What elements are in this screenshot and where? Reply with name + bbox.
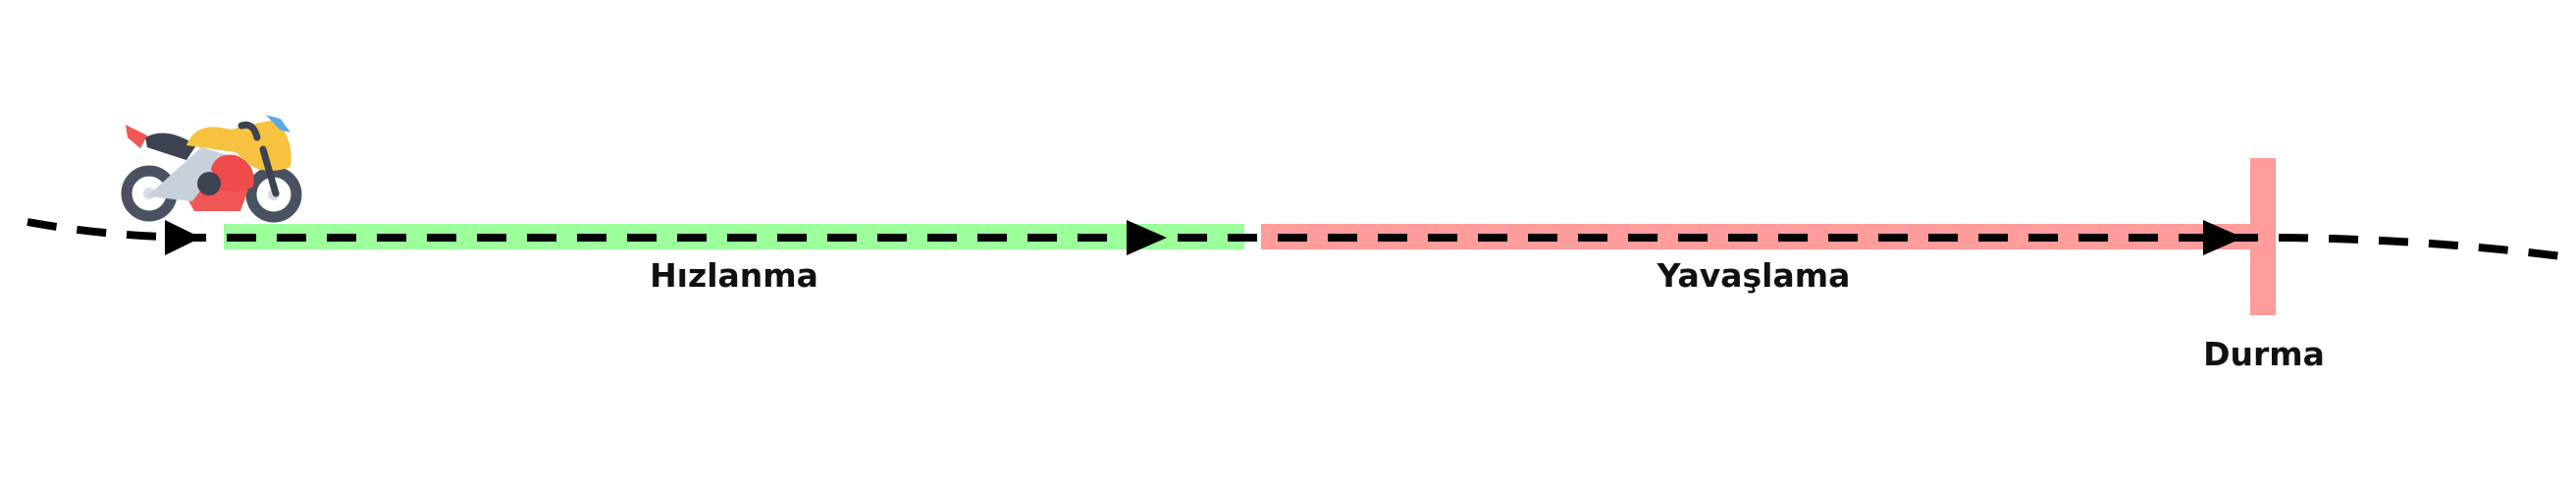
motion-path-dashed [26, 218, 2570, 261]
arrow-head-end [2203, 220, 2243, 255]
label-accelerate: Hızlanma [650, 256, 818, 295]
label-stop: Durma [2203, 335, 2325, 373]
arrow-head-middle [1127, 220, 1167, 255]
motorcycle-icon [121, 115, 302, 223]
label-decelerate: Yavaşlama [1656, 256, 1851, 295]
arrow-head-start [165, 220, 201, 255]
